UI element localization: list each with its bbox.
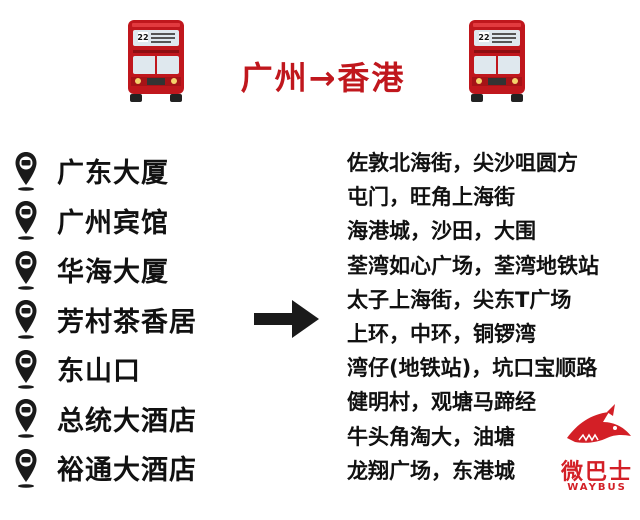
location-pin-icon <box>15 448 37 488</box>
logo-name-en: WAYBUS <box>567 482 627 493</box>
double-decker-bus-icon: 22 <box>469 20 525 102</box>
destination-item: 荃湾如心广场，荃湾地铁站 <box>347 253 599 278</box>
destination-item: 海港城，沙田，大围 <box>347 219 536 244</box>
origin-stop: 裕通大酒店 <box>14 443 197 493</box>
location-pin-icon <box>15 300 37 340</box>
destination-item: 上环，中环，铜锣湾 <box>347 321 536 346</box>
destination-item: 龙翔广场，东港城 <box>347 458 515 483</box>
origin-stop: 广州宾馆 <box>14 196 197 246</box>
logo-name-cn: 微巴士 <box>560 460 633 485</box>
origin-stop: 总统大酒店 <box>14 394 197 444</box>
location-pin-icon <box>15 151 37 191</box>
destination-item: 湾仔(地铁站)，坑口宝顺路 <box>347 356 598 381</box>
destination-item: 健明村，观塘马蹄经 <box>347 390 536 415</box>
location-pin-icon <box>15 250 37 290</box>
page-title: 广州→香港 <box>240 59 406 97</box>
destination-item: 牛头角淘大，油塘 <box>347 424 515 449</box>
destination-item: 太子上海街，尖东T广场 <box>347 287 572 312</box>
origin-stop-label: 华海大厦 <box>57 257 169 289</box>
location-pin-icon <box>15 349 37 389</box>
origin-stop-label: 芳村茶香居 <box>57 306 197 338</box>
location-pin-icon <box>15 201 37 241</box>
destination-item: 屯门，旺角上海街 <box>347 185 515 210</box>
origin-stop: 东山口 <box>14 344 197 394</box>
double-decker-bus-icon: 22 <box>128 20 184 102</box>
destination-item: 佐敦北海街，尖沙咀圆方 <box>347 151 578 175</box>
origin-stop: 芳村茶香居 <box>14 295 197 345</box>
origin-stop: 华海大厦 <box>14 245 197 295</box>
origin-stop-label: 广东大厦 <box>57 158 169 190</box>
bus-route-number: 22 <box>137 33 148 42</box>
origin-stop: 广东大厦 <box>14 146 197 196</box>
shark-logo-icon <box>567 404 631 443</box>
origin-stop-list: 广东大厦 广州宾馆 华海大厦 芳村茶香居 <box>14 146 197 493</box>
bus-route-number: 22 <box>478 33 489 42</box>
right-arrow-icon <box>254 300 319 338</box>
waybus-logo: 微巴士 WAYBUS <box>557 404 637 500</box>
origin-stop-label: 总统大酒店 <box>57 405 197 437</box>
origin-stop-label: 裕通大酒店 <box>57 455 197 487</box>
origin-stop-label: 东山口 <box>57 356 141 388</box>
destination-list: 佐敦北海街，尖沙咀圆方 屯门，旺角上海街 海港城，沙田，大围 荃湾如心广场，荃湾… <box>347 146 599 488</box>
origin-stop-label: 广州宾馆 <box>57 207 169 239</box>
location-pin-icon <box>15 399 37 439</box>
